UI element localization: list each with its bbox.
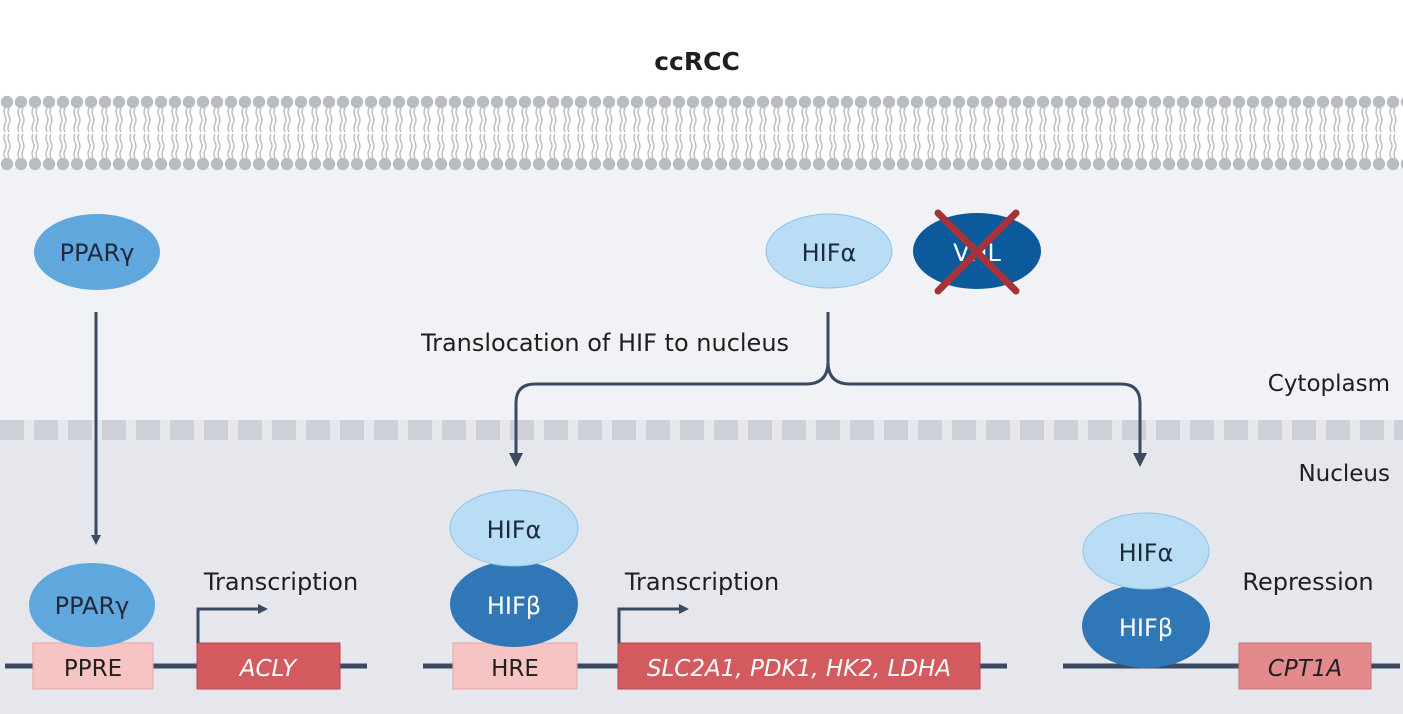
- transcription-label-left: Transcription: [203, 568, 358, 596]
- cross-icon: [934, 209, 1020, 295]
- hif-alpha-middle-protein: HIFα: [449, 489, 579, 567]
- translocation-arrow-right: [826, 361, 1147, 467]
- cell-membrane: [0, 93, 1403, 173]
- slc-gene-group-box: SLC2A1, PDK1, HK2, LDHA: [617, 642, 981, 690]
- ppar-top-protein: PPARγ: [34, 214, 160, 290]
- ppar-bound-protein: PPARγ: [29, 563, 155, 647]
- hre-label: HRE: [491, 656, 539, 682]
- hif-alpha-right-protein: HIFα: [1082, 512, 1210, 590]
- ppre-box: PPRE: [32, 642, 154, 690]
- vhl-protein-inactivated: VHL: [913, 209, 1041, 295]
- nucleus-label: Nucleus: [1298, 461, 1390, 487]
- cpt1a-gene-label: CPT1A: [1268, 656, 1342, 682]
- ppre-label: PPRE: [64, 656, 122, 682]
- repression-label: Repression: [1242, 568, 1373, 596]
- acly-gene-label: ACLY: [238, 656, 298, 682]
- translocation-arrow-middle: [509, 312, 830, 467]
- ppar-bound-label: PPARγ: [55, 592, 130, 620]
- hif-beta-middle-label: HIFβ: [487, 592, 541, 620]
- figure-title: ccRCC: [654, 47, 740, 76]
- cytoplasm-region: [0, 168, 1403, 420]
- ppar-top-label: PPARγ: [60, 239, 135, 267]
- hif-alpha-top-protein: HIFα: [765, 213, 893, 289]
- cytoplasm-label: Cytoplasm: [1268, 371, 1390, 397]
- translocation-label: Translocation of HIF to nucleus: [420, 329, 789, 357]
- hif-beta-right-label: HIFβ: [1119, 614, 1173, 642]
- cpt1a-gene-box: CPT1A: [1238, 642, 1372, 690]
- hif-alpha-middle-label: HIFα: [487, 516, 542, 544]
- hif-alpha-right-label: HIFα: [1119, 539, 1174, 567]
- hif-alpha-top-label: HIFα: [802, 239, 857, 267]
- transcription-arrow-middle: [617, 604, 689, 643]
- acly-gene-box: ACLY: [196, 642, 341, 690]
- hif-beta-right-protein: HIFβ: [1082, 584, 1210, 668]
- hif-beta-middle-protein: HIFβ: [450, 561, 578, 647]
- transcription-arrow-left: [196, 604, 268, 643]
- transcription-label-middle: Transcription: [624, 568, 779, 596]
- slc-gene-group-label: SLC2A1, PDK1, HK2, LDHA: [647, 656, 951, 682]
- hre-box: HRE: [452, 642, 578, 690]
